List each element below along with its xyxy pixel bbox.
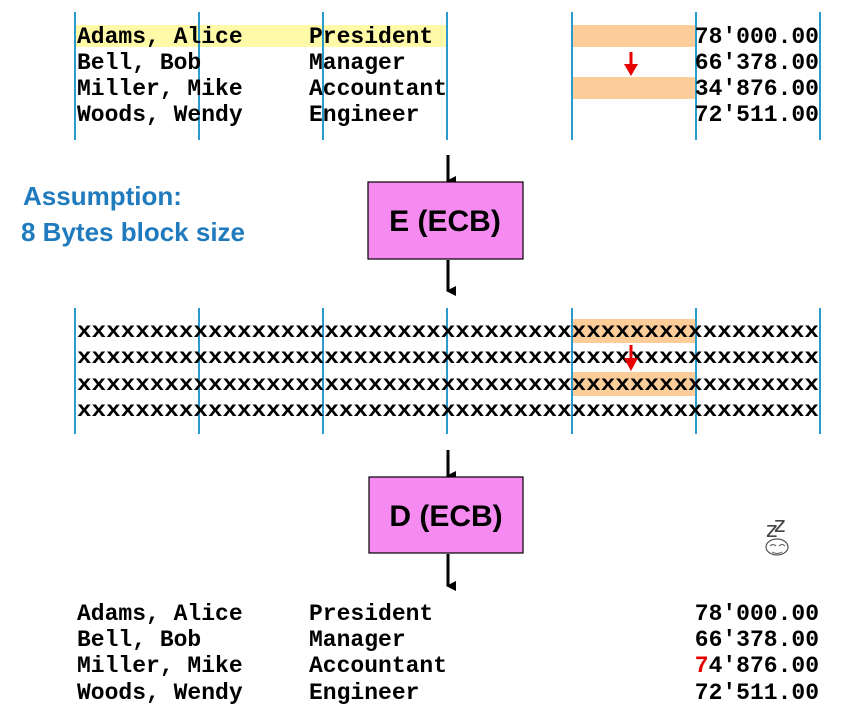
- decrypted-amount: 66'378.00: [695, 627, 819, 653]
- decrypted-amount-first-digit: 7: [695, 653, 709, 679]
- plaintext-amount: 72'511.00: [695, 102, 819, 128]
- decrypted-role: Engineer: [309, 680, 419, 706]
- decrypted-amount: 78'000.00: [695, 601, 819, 627]
- sleep-z-large: z: [766, 518, 778, 543]
- ciphertext-row: xxxxxxxxxxxxxxxxxxxxxxxxxxxxxxxxxxxxxxxx…: [77, 400, 819, 423]
- plaintext-row: Woods, Wendy Engineer 72'511.00: [77, 102, 819, 128]
- ciphertext-row: xxxxxxxxxxxxxxxxxxxxxxxxxxxxxxxxxxxxxxxx…: [77, 347, 819, 370]
- plaintext-amount: 34'876.00: [695, 76, 819, 102]
- decrypted-amount-rest: 8'000.00: [709, 601, 819, 627]
- decrypted-amount-rest: 4'876.00: [709, 653, 819, 679]
- decrypted-row: Adams, Alice President 78'000.00: [77, 601, 819, 627]
- decrypted-amount-rest: 6'378.00: [709, 627, 819, 653]
- decrypted-section: Adams, Alice President 78'000.00 Bell, B…: [77, 601, 819, 706]
- block-highlight-top-3: [572, 77, 696, 99]
- swap-arrow-mid: [624, 345, 638, 371]
- decrypted-role: Accountant: [309, 653, 447, 679]
- block-highlight-mid-1: [572, 319, 696, 343]
- ciphertext-row: xxxxxxxxxxxxxxxxxxxxxxxxxxxxxxxxxxxxxxxx…: [77, 374, 819, 397]
- decrypted-row: Bell, Bob Manager 66'378.00: [77, 627, 819, 653]
- plaintext-role: Accountant: [309, 76, 447, 102]
- plaintext-role: Manager: [309, 50, 406, 76]
- decrypt-box: D (ECB): [368, 476, 524, 554]
- encrypt-box: E (ECB): [367, 181, 524, 260]
- decrypted-amount-rest: 2'511.00: [709, 680, 819, 706]
- plaintext-name: Miller, Mike: [77, 76, 243, 102]
- plaintext-amount: 78'000.00: [695, 24, 819, 50]
- plaintext-name: Adams, Alice: [77, 24, 243, 50]
- decrypted-role: Manager: [309, 627, 406, 653]
- plaintext-row: Bell, Bob Manager 66'378.00: [77, 50, 819, 76]
- block-highlight-top-1: [572, 25, 696, 47]
- plaintext-name: Bell, Bob: [77, 50, 201, 76]
- sleep-z-small: z: [774, 513, 786, 538]
- plaintext-name: Woods, Wendy: [77, 102, 243, 128]
- plaintext-dividers: [74, 12, 821, 140]
- decrypt-box-label: D (ECB): [389, 500, 502, 533]
- decrypted-name: Adams, Alice: [77, 601, 243, 627]
- decrypted-amount-first-digit: 6: [695, 627, 709, 653]
- decrypted-amount: 72'511.00: [695, 680, 819, 706]
- encrypt-box-label: E (ECB): [389, 205, 501, 238]
- decrypted-name: Woods, Wendy: [77, 680, 243, 706]
- assumption-block-size: 8 Bytes block size: [21, 217, 245, 247]
- assumption-note: Assumption: 8 Bytes block size: [21, 181, 245, 247]
- plaintext-section: Adams, Alice President 78'000.00 Bell, B…: [74, 12, 821, 140]
- plaintext-role: Engineer: [309, 102, 419, 128]
- row-highlight-adams: [76, 25, 447, 47]
- decrypted-amount-first-digit: 7: [695, 680, 709, 706]
- decrypted-row: Woods, Wendy Engineer 72'511.00: [77, 680, 819, 706]
- decrypted-role: President: [309, 601, 433, 627]
- decrypted-name: Bell, Bob: [77, 627, 201, 653]
- sleeping-face-icon: z z: [765, 513, 789, 556]
- decrypted-name: Miller, Mike: [77, 653, 243, 679]
- plaintext-row: Miller, Mike Accountant 34'876.00: [77, 76, 819, 102]
- block-highlight-mid-3: [572, 372, 696, 396]
- plaintext-amount: 66'378.00: [695, 50, 819, 76]
- plaintext-role: President: [309, 24, 433, 50]
- decrypted-row: Miller, Mike Accountant 74'876.00: [77, 653, 819, 679]
- decrypted-amount-first-digit: 7: [695, 601, 709, 627]
- decrypted-amount: 74'876.00: [695, 653, 819, 679]
- plaintext-row: Adams, Alice President 78'000.00: [77, 24, 819, 50]
- assumption-title: Assumption:: [23, 181, 182, 211]
- ciphertext-row: xxxxxxxxxxxxxxxxxxxxxxxxxxxxxxxxxxxxxxxx…: [77, 321, 819, 344]
- ciphertext-section: xxxxxxxxxxxxxxxxxxxxxxxxxxxxxxxxxxxxxxxx…: [74, 308, 821, 434]
- ciphertext-dividers: [74, 308, 821, 434]
- swap-arrow-top: [624, 52, 638, 76]
